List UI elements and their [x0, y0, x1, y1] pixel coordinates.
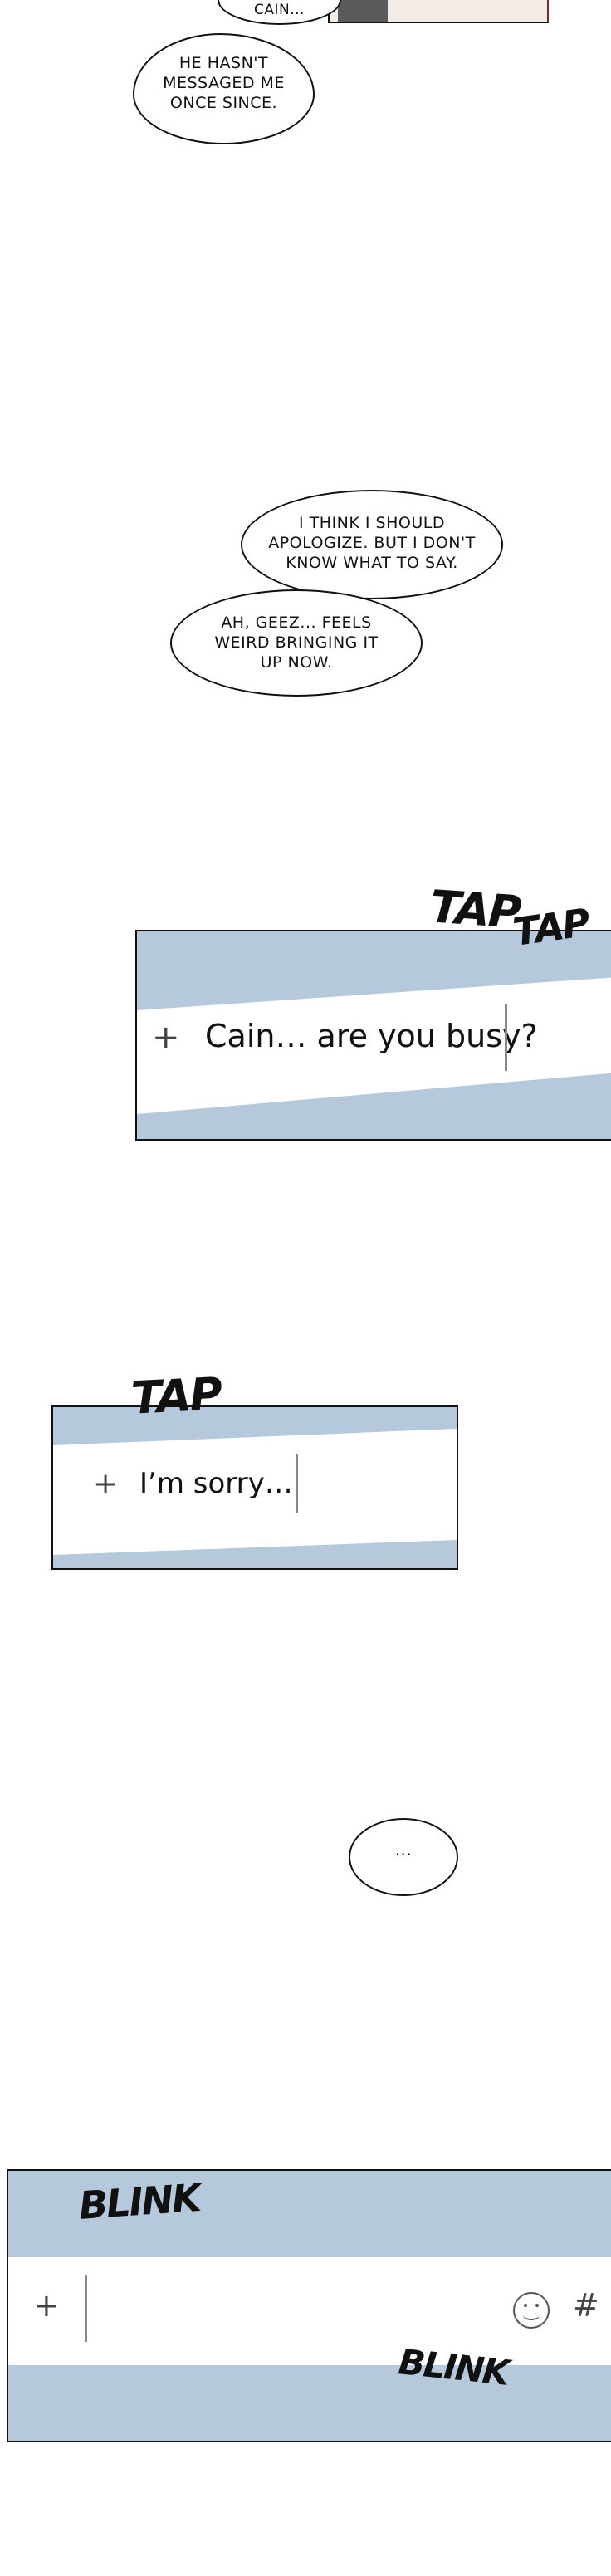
- message-input-text[interactable]: Cain… are you busy?: [205, 1018, 538, 1054]
- speech-bubble-1-text: HE HASN'T MESSAGED ME ONCE SINCE.: [163, 54, 285, 112]
- sfx-tap-1: TAP: [428, 880, 522, 939]
- top-panel-fragment: [328, 0, 549, 23]
- speech-bubble-2: I THINK I SHOULD APOLOGIZE. BUT I DON'T …: [241, 490, 503, 599]
- sfx-blink-1: BLINK: [77, 2174, 202, 2229]
- speech-bubble-3: AH, GEEZ... FEELS WEIRD BRINGING IT UP N…: [170, 589, 423, 697]
- speech-bubble-4-text: ...: [394, 1840, 413, 1860]
- sfx-tap-3: TAP: [130, 1367, 222, 1425]
- speech-bubble-1: HE HASN'T MESSAGED ME ONCE SINCE.: [133, 33, 315, 144]
- hashtag-icon[interactable]: #: [573, 2287, 599, 2324]
- plus-icon[interactable]: +: [152, 1019, 180, 1057]
- name-bubble: CAIN...: [218, 0, 341, 25]
- emoji-icon[interactable]: [513, 2292, 550, 2329]
- text-cursor: [505, 1004, 507, 1071]
- plus-icon[interactable]: +: [33, 2287, 60, 2324]
- panel-1-white-band: [137, 977, 611, 1114]
- text-cursor: [85, 2275, 87, 2342]
- plus-icon[interactable]: +: [93, 1467, 119, 1501]
- text-cursor: [296, 1454, 298, 1513]
- name-bubble-text: CAIN...: [254, 2, 305, 18]
- chat-input-panel-1: + Cain… are you busy?: [135, 930, 611, 1141]
- chat-input-panel-3: + #: [7, 2169, 611, 2442]
- panel-3-white-band: [8, 2257, 611, 2365]
- speech-bubble-2-text: I THINK I SHOULD APOLOGIZE. BUT I DON'T …: [268, 514, 476, 572]
- panel-2-white-band: [53, 1429, 457, 1555]
- speech-bubble-3-text: AH, GEEZ... FEELS WEIRD BRINGING IT UP N…: [214, 613, 379, 672]
- speech-bubble-4: ...: [349, 1818, 458, 1896]
- chat-input-panel-2: + I’m sorry…: [51, 1405, 458, 1570]
- message-input-text[interactable]: I’m sorry…: [139, 1467, 293, 1500]
